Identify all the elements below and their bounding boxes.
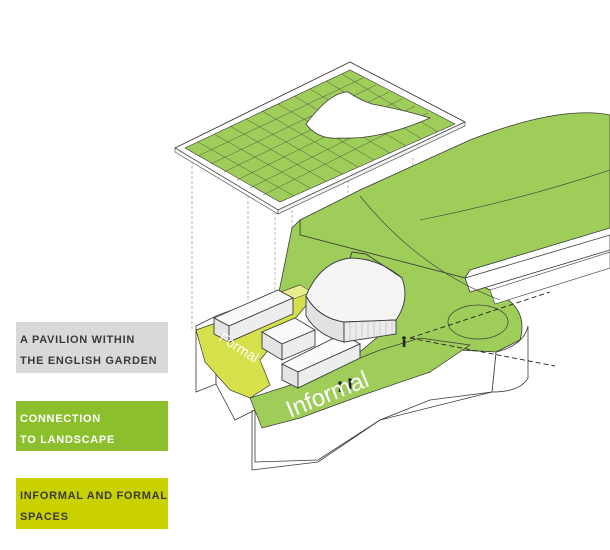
legend-pavilion-line-2: THE ENGLISH GARDEN bbox=[20, 355, 158, 367]
legend-pavilion-line-1: A PAVILION WITHIN bbox=[20, 334, 135, 346]
landscape-plane bbox=[254, 112, 610, 411]
legend-pavilion: A PAVILION WITHIN THE ENGLISH GARDEN bbox=[16, 322, 168, 373]
legend-landscape: CONNECTION TO LANDSCAPE bbox=[16, 401, 168, 451]
legend-landscape-line-2: TO LANDSCAPE bbox=[20, 434, 115, 446]
legend-spaces-line-2: SPACES bbox=[20, 511, 69, 523]
main-pavilion bbox=[305, 251, 406, 343]
legend-spaces: INFORMAL AND FORMAL SPACES bbox=[16, 478, 168, 529]
pavilion-boxes bbox=[212, 289, 362, 389]
people-figures bbox=[338, 336, 406, 392]
view-lines bbox=[409, 291, 556, 367]
legend-landscape-line-1: CONNECTION bbox=[20, 413, 101, 425]
legend-spaces-line-1: INFORMAL AND FORMAL bbox=[20, 490, 168, 502]
roof-plane bbox=[174, 61, 467, 215]
